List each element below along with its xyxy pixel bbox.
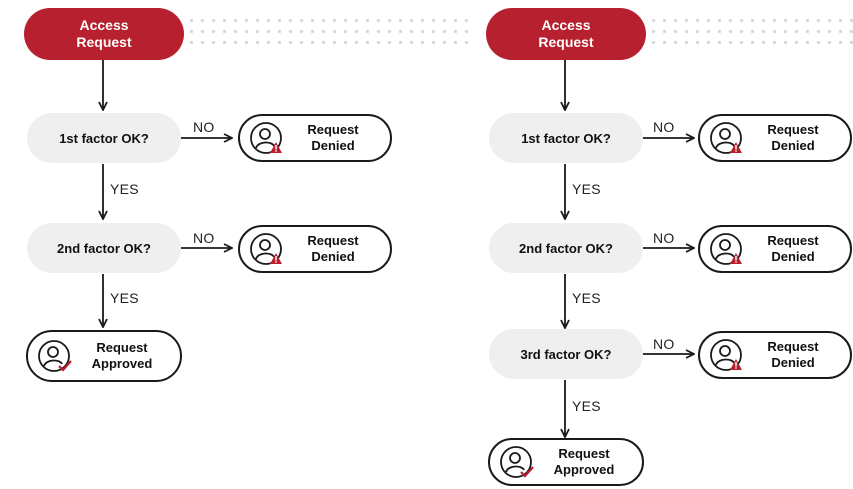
start-line2: Request [538,34,594,50]
edge-label-yes: YES [572,398,601,414]
access-request-start-left: Access Request [24,8,184,60]
decision-right-factor-1: 1st factor OK? [489,113,643,163]
outcome-line2: Denied [771,355,815,370]
edge-label-yes: YES [572,181,601,197]
request-denied-right-1: Request Denied [698,114,852,162]
decision-right-factor-2: 2nd factor OK? [489,223,643,273]
request-approved-right: Request Approved [488,438,644,486]
outcome-line2: Denied [771,249,815,264]
edge-label-yes: YES [572,290,601,306]
start-line1: Access [79,17,129,33]
edge-label-no: NO [653,119,675,135]
request-denied-left-2: Request Denied [238,225,392,273]
outcome-line1: Request [767,233,819,248]
user-warning-icon [710,122,742,154]
outcome-line2: Denied [771,138,815,153]
outcome-line1: Request [307,233,359,248]
outcome-line2: Denied [311,249,355,264]
user-check-icon [500,446,534,478]
decision-label: 2nd factor OK? [519,240,613,256]
user-warning-icon [250,122,282,154]
decision-right-factor-3: 3rd factor OK? [489,329,643,379]
request-denied-right-3: Request Denied [698,331,852,379]
decision-left-factor-1: 1st factor OK? [27,113,181,163]
outcome-line1: Request [767,122,819,137]
user-warning-icon [710,339,742,371]
outcome-line2: Approved [553,462,615,477]
decision-left-factor-2: 2nd factor OK? [27,223,181,273]
decision-label: 3rd factor OK? [520,346,612,362]
edge-label-no: NO [193,230,215,246]
start-line2: Request [76,34,132,50]
user-warning-icon [250,233,282,265]
outcome-line1: Request [767,339,819,354]
decision-label: 1st factor OK? [521,130,611,146]
access-request-start-right: Access Request [486,8,646,60]
edge-label-no: NO [653,230,675,246]
decision-label: 2nd factor OK? [57,240,151,256]
edge-label-no: NO [193,119,215,135]
edge-label-yes: YES [110,290,139,306]
dotted-band-left [186,15,474,49]
start-line1: Access [541,17,591,33]
user-check-icon [38,340,72,372]
outcome-line1: Request [96,340,148,355]
edge-label-yes: YES [110,181,139,197]
outcome-line2: Denied [311,138,355,153]
decision-label: 1st factor OK? [59,130,149,146]
user-warning-icon [710,233,742,265]
dotted-band-right [648,15,853,49]
edge-label-no: NO [653,336,675,352]
outcome-line1: Request [558,446,610,461]
outcome-line1: Request [307,122,359,137]
request-denied-left-1: Request Denied [238,114,392,162]
request-denied-right-2: Request Denied [698,225,852,273]
outcome-line2: Approved [91,356,153,371]
request-approved-left: Request Approved [26,330,182,382]
